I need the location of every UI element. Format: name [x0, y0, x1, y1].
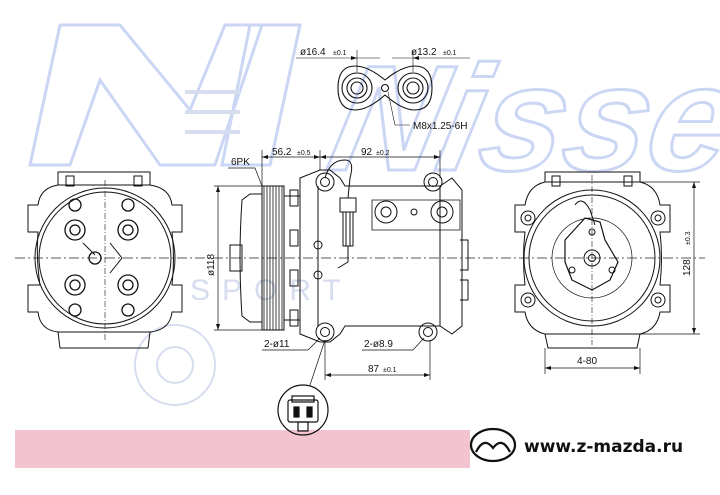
watermark-brand: Nissens — [317, 36, 720, 203]
label-pulley-dia: ø118 — [206, 254, 217, 276]
dimension-labels: ø16.4 ±0.1 ø13.2 ±0.1 M8x1.25-6H 6PK 56.… — [206, 47, 693, 375]
label-holes-89: 2-ø8.9 — [364, 339, 393, 350]
label-dim-56: 56.2 — [272, 147, 292, 158]
label-port-b-tol: ±0.1 — [443, 50, 457, 57]
dimension-lines — [214, 150, 700, 386]
label-dim-92: 92 — [361, 147, 373, 158]
label-port-b: ø13.2 — [411, 47, 437, 58]
label-dim-480: 4-80 — [577, 356, 597, 367]
label-port-a-tol: ±0.1 — [333, 50, 347, 57]
brand-watermark: Nissens SPORT — [28, 23, 720, 406]
footer-band — [15, 430, 470, 468]
watermark-overlay: SPORT — [190, 274, 353, 307]
side-view — [229, 159, 469, 343]
port-detail — [296, 50, 470, 126]
rear-view — [27, 171, 183, 349]
label-dim-87: 87 — [368, 364, 380, 375]
dimension-arrows — [216, 56, 696, 377]
label-holes-11: 2-ø11 — [264, 339, 290, 350]
label-dim-87-tol: ±0.1 — [383, 367, 397, 374]
label-dim-56-tol: ±0.5 — [297, 150, 311, 157]
mazda-logo-icon — [469, 427, 517, 463]
label-dim-128-tol: ±0.3 — [685, 231, 692, 245]
website-link[interactable]: www.z-mazda.ru — [524, 437, 683, 457]
connector-detail — [277, 384, 329, 436]
label-dim-128: 128 — [682, 259, 693, 276]
label-dim-92-tol: ±0.2 — [376, 150, 390, 157]
label-belt: 6PK — [231, 157, 250, 168]
label-port-a: ø16.4 — [300, 47, 326, 58]
label-thread: M8x1.25-6H — [413, 121, 467, 132]
